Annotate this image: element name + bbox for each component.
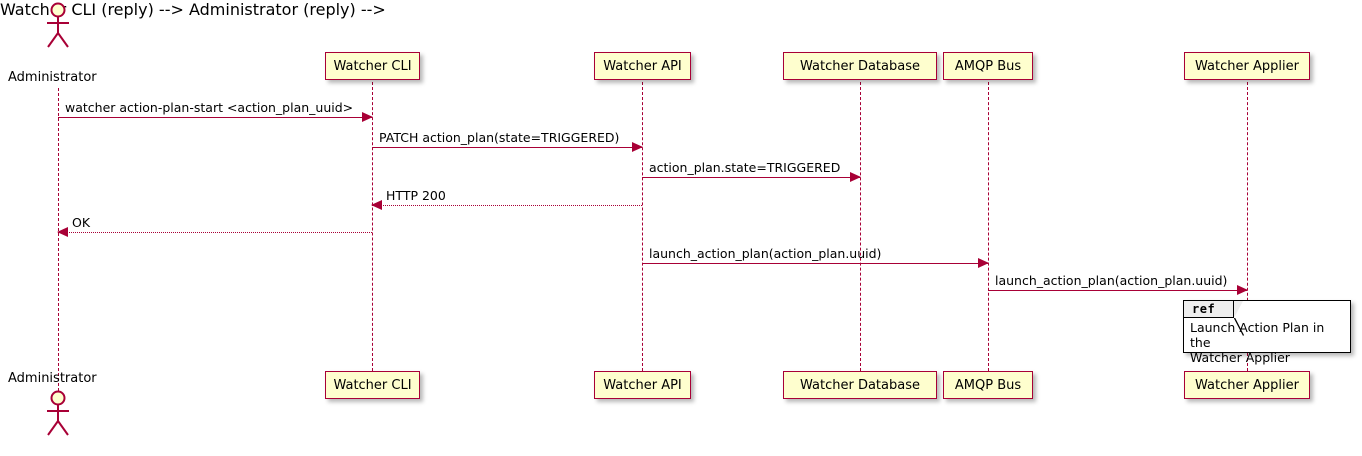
ref-fragment-text-line-2: Watcher Applier (1190, 350, 1290, 365)
participant-watcher-api-top[interactable]: Watcher API (594, 52, 691, 80)
ref-fragment-tag: ref (1192, 302, 1216, 316)
participant-label: Watcher CLI (333, 58, 412, 74)
message-label: PATCH action_plan(state=TRIGGERED) (379, 129, 620, 145)
participant-label: Watcher Database (800, 377, 920, 393)
lifeline-watcher-applier (1247, 82, 1248, 371)
lifeline-watcher-database (860, 82, 861, 371)
actor-label-administrator-top: Administrator (8, 70, 97, 85)
participant-watcher-applier-bottom[interactable]: Watcher Applier (1184, 371, 1310, 399)
message-line (372, 147, 642, 148)
arrowhead-left-icon (57, 227, 68, 237)
lifeline-amqp-bus (988, 82, 989, 371)
lifeline-watcher-cli (372, 82, 373, 371)
actor-label-administrator-bottom: Administrator (8, 371, 97, 386)
participant-label: AMQP Bus (954, 377, 1022, 393)
ref-fragment-text-line-1: Launch Action Plan in the (1190, 320, 1325, 350)
message-line (642, 263, 988, 264)
participant-label: Watcher API (603, 377, 682, 393)
message-line (642, 177, 860, 178)
participant-label: Watcher API (603, 58, 682, 74)
message-label: launch_action_plan(action_plan.uuid) (649, 245, 882, 261)
participant-label: Watcher Database (800, 58, 920, 74)
arrowhead-left-icon (371, 200, 382, 210)
arrowhead-right-icon (362, 112, 373, 122)
message-label: HTTP 200 (386, 187, 446, 203)
lifeline-watcher-api (642, 82, 643, 371)
participant-label: AMQP Bus (954, 58, 1022, 74)
message-line (372, 205, 642, 206)
message-line (58, 232, 372, 233)
arrowhead-right-icon (850, 172, 861, 182)
message-line (58, 117, 372, 118)
message-label: action_plan.state=TRIGGERED (649, 159, 841, 175)
participant-watcher-cli-top[interactable]: Watcher CLI (325, 52, 420, 80)
message-line (988, 290, 1247, 291)
participant-watcher-applier-top[interactable]: Watcher Applier (1184, 52, 1310, 80)
message-label: launch_action_plan(action_plan.uuid) (995, 272, 1228, 288)
participant-watcher-database-bottom[interactable]: Watcher Database (783, 371, 937, 399)
arrowhead-right-icon (1237, 285, 1248, 295)
ref-fragment-tab: ref (1184, 301, 1234, 318)
participant-watcher-api-bottom[interactable]: Watcher API (594, 371, 691, 399)
participant-label: Watcher CLI (333, 377, 412, 393)
ref-fragment: ref Launch Action Plan in the Watcher Ap… (1183, 300, 1351, 365)
participant-label: Watcher Applier (1195, 58, 1299, 74)
actor-administrator-top[interactable] (41, 2, 75, 48)
participant-watcher-database-top[interactable]: Watcher Database (783, 52, 937, 80)
participant-amqp-bus-top[interactable]: AMQP Bus (943, 52, 1033, 80)
arrowhead-right-icon (632, 142, 643, 152)
lifeline-administrator (58, 88, 59, 391)
participant-amqp-bus-bottom[interactable]: AMQP Bus (943, 371, 1033, 399)
message-label: watcher action-plan-start <action_plan_u… (65, 99, 354, 115)
actor-administrator-bottom[interactable] (41, 390, 75, 436)
ref-fragment-tab-corner-edge-icon (1234, 301, 1245, 336)
participant-watcher-cli-bottom[interactable]: Watcher CLI (325, 371, 420, 399)
arrowhead-right-icon (978, 258, 989, 268)
ref-fragment-tab-corner-icon (1234, 301, 1243, 318)
participant-label: Watcher Applier (1195, 377, 1299, 393)
ref-fragment-body: Launch Action Plan in the Watcher Applie… (1190, 320, 1346, 365)
message-label: OK (72, 214, 91, 230)
